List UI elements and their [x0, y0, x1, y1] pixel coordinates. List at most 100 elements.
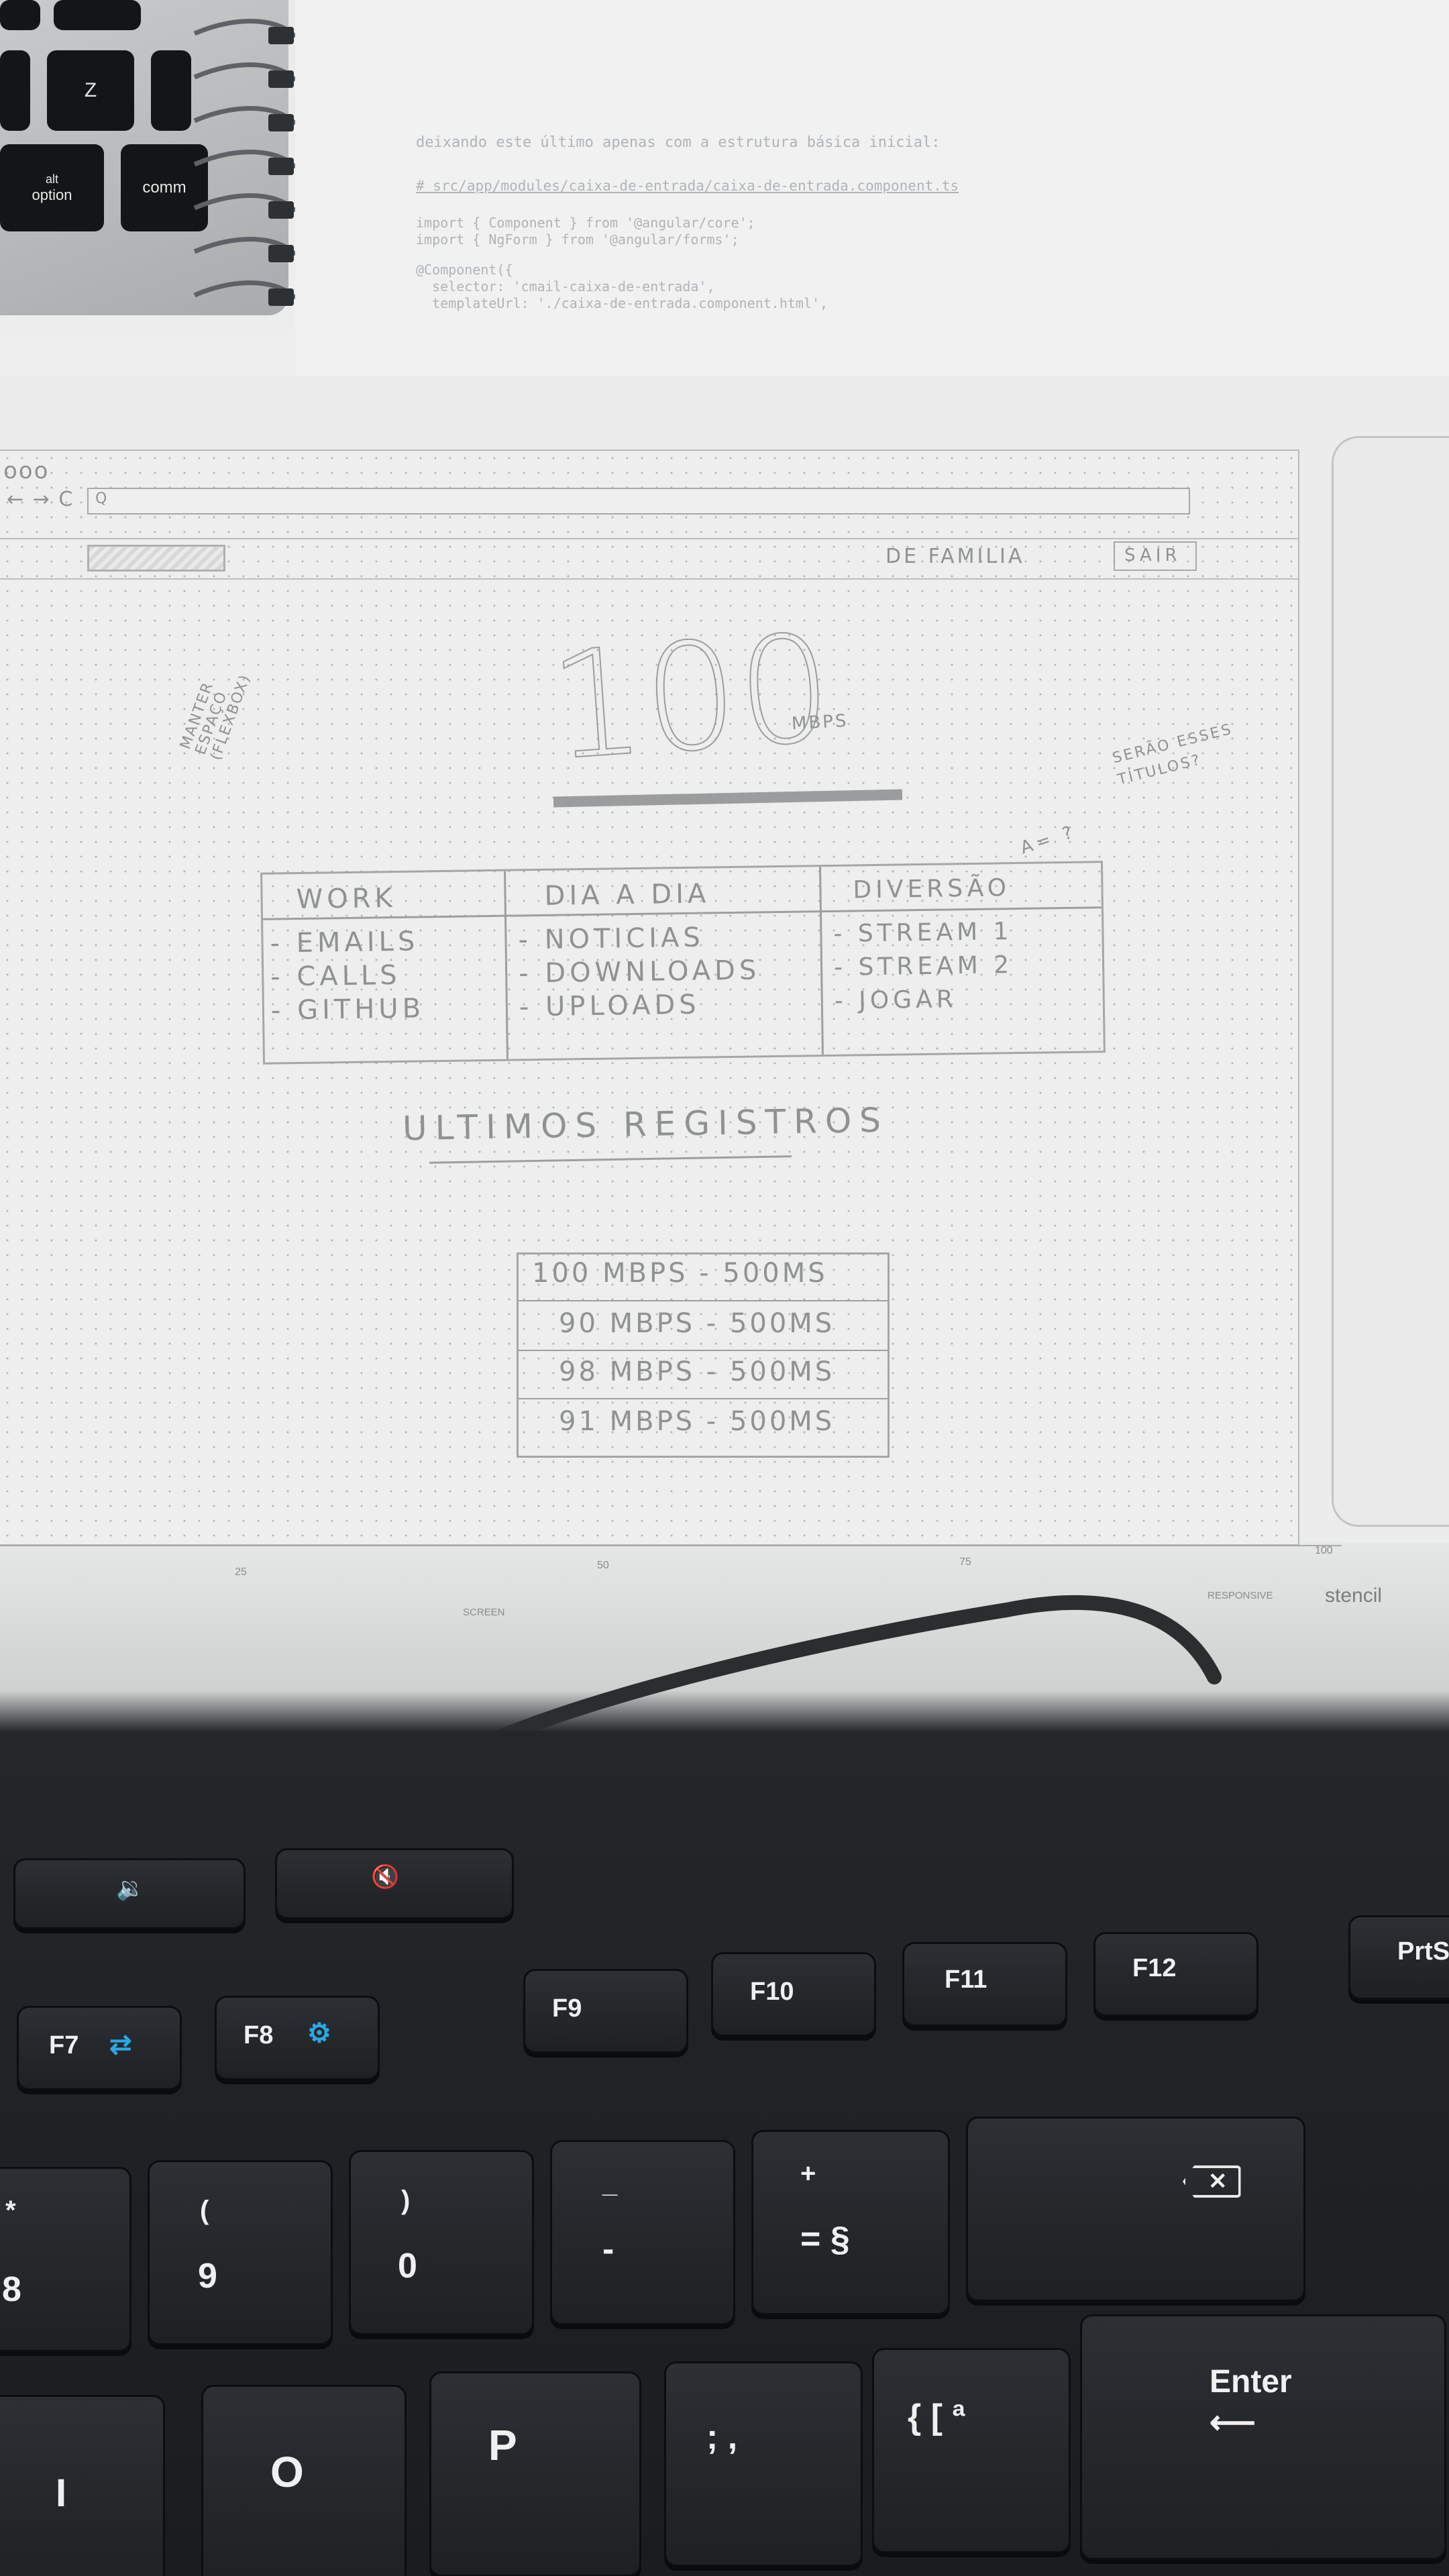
col-item: - NOTICIAS: [518, 922, 705, 956]
col-header: DIVERSÃO: [853, 874, 1011, 904]
key-f10[interactable]: F10: [711, 1952, 876, 2037]
table-col-dia-a-dia: DIA A DIA - NOTICIAS - DOWNLOADS - UPLOA…: [262, 863, 1101, 1022]
col-item: - STREAM 2: [833, 951, 1014, 981]
categories-table: WORK - EMAILS - CALLS - GITHUB DIA A DIA…: [260, 861, 1106, 1065]
key-p[interactable]: P: [429, 2371, 641, 2576]
key-f9[interactable]: F9: [523, 1969, 688, 2053]
row-divider: [519, 1398, 888, 1399]
key-label: P: [488, 2421, 517, 2469]
mute-icon: 🔇: [371, 1864, 400, 1890]
records-table: 100 MBPS - 500MS 90 MBPS - 500MS 98 MBPS…: [517, 1252, 890, 1458]
key-o[interactable]: O: [201, 2385, 407, 2576]
laptop-keyboard-corner: Z alt option comm: [0, 0, 288, 315]
laptop-key: [151, 50, 191, 131]
arrow-note: A= ?: [1018, 821, 1079, 859]
browser-wireframe: ooo ← → C Q DE FAMILIA SAIR 100 MBPS MAN…: [0, 449, 1299, 1546]
key-label: F7: [49, 2031, 79, 2059]
laptop-key: [0, 0, 40, 30]
header-button: SAIR: [1114, 541, 1197, 571]
key-label: F11: [945, 1966, 987, 1994]
key-label: *: [5, 2196, 16, 2225]
key-label: { [ ª: [908, 2398, 965, 2436]
ruler-tick: 100: [1315, 1545, 1333, 1556]
printed-page: deixando este último apenas com a estrut…: [295, 0, 1449, 376]
screen-switch-icon: ⇄: [109, 2030, 132, 2059]
record-row: 100 MBPS - 500MS: [532, 1258, 828, 1289]
backspace-key[interactable]: ✕: [966, 2116, 1305, 2302]
col-item: - EMAILS: [270, 926, 419, 959]
key-bracket[interactable]: { [ ª: [872, 2348, 1071, 2553]
toolbar-divider: [0, 538, 1298, 539]
header-link: DE FAMILIA: [885, 545, 1025, 568]
key-f12[interactable]: F12: [1093, 1932, 1258, 2017]
key-semicolon[interactable]: ; ,: [664, 2361, 863, 2567]
key-label: I: [56, 2471, 67, 2515]
row-divider: [519, 1300, 888, 1301]
table-col-work: WORK - EMAILS - CALLS - GITHUB: [262, 863, 1101, 1026]
key-i[interactable]: I: [0, 2395, 165, 2576]
code-line: selector: 'cmail-caixa-de-entrada',: [416, 278, 715, 294]
ruler-screen-label: SCREEN: [463, 1607, 505, 1618]
record-row: 91 MBPS - 500MS: [559, 1406, 835, 1437]
key-label: _: [602, 2169, 618, 2198]
mute-key[interactable]: 🔇: [275, 1848, 514, 1919]
laptop-key: [0, 50, 30, 131]
key-label: -: [602, 2230, 614, 2269]
key-label: = §: [800, 2220, 850, 2259]
laptop-key-option: alt option: [0, 144, 104, 231]
key-equals[interactable]: + = §: [751, 2130, 950, 2315]
stencil-logo: stencil: [1325, 1585, 1383, 1607]
key-f11[interactable]: F11: [902, 1942, 1067, 2027]
key-label: PrtSc: [1397, 1937, 1449, 1966]
key-f8[interactable]: F8 ⚙: [215, 1996, 380, 2080]
key-label: Enter: [1210, 2364, 1292, 2400]
col-header: DIA A DIA: [544, 878, 710, 912]
code-line: @Component({: [416, 262, 513, 278]
address-bar: Q: [87, 488, 1190, 515]
speed-progress-bar: [553, 789, 903, 808]
key-label: 0: [398, 2247, 417, 2286]
enter-arrow-icon: ⟵: [1210, 2405, 1256, 2440]
col-header: WORK: [296, 882, 397, 916]
key-label: +: [800, 2159, 816, 2188]
key-label: F9: [552, 1994, 582, 2023]
records-title: ULTIMOS REGISTROS: [402, 1100, 890, 1148]
enter-key[interactable]: Enter ⟵: [1080, 2314, 1446, 2560]
speed-unit: MBPS: [791, 710, 849, 735]
ruler-tick: 25: [235, 1566, 247, 1578]
table-divider: [819, 867, 824, 1055]
backspace-icon: ✕: [1183, 2165, 1241, 2198]
logo-placeholder: [87, 545, 225, 572]
code-line: deixando este último apenas com a estrut…: [416, 134, 941, 151]
table-divider: [504, 871, 508, 1059]
col-item: - JOGAR: [834, 985, 958, 1015]
key-minus[interactable]: _ -: [550, 2140, 735, 2325]
ruler-line: [0, 1545, 1342, 1546]
col-item: - UPLOADS: [519, 989, 700, 1023]
key-label: 9: [198, 2257, 217, 2296]
code-line: # src/app/modules/caixa-de-entrada/caixa…: [416, 178, 959, 194]
ruler-tick: 50: [597, 1560, 609, 1571]
key-label: F8: [244, 2021, 274, 2049]
key-0[interactable]: ) 0: [349, 2150, 534, 2335]
speed-value: 100: [544, 602, 839, 794]
gear-icon: ⚙: [307, 2019, 331, 2048]
key-9[interactable]: ( 9: [148, 2160, 333, 2345]
phone-wireframe: [1332, 436, 1449, 1527]
key-f7[interactable]: F7 ⇄: [17, 2006, 182, 2090]
keyboard: 🔉 🔇 F7 ⇄ F8 ⚙ F9 F10 F11 F12 PrtSc: [0, 1731, 1449, 2576]
volume-key[interactable]: 🔉: [13, 1858, 246, 1929]
key-8[interactable]: * 8: [0, 2167, 131, 2352]
key-prtsc[interactable]: PrtSc: [1348, 1915, 1449, 2000]
code-line: templateUrl: './caixa-de-entrada.compone…: [416, 295, 828, 311]
ruler-tick: 75: [959, 1556, 971, 1568]
laptop-key-command: comm: [121, 144, 208, 231]
records-underline: [429, 1155, 792, 1164]
code-line: import { Component } from '@angular/core…: [416, 215, 755, 231]
key-label: ): [401, 2186, 411, 2215]
ruler-responsive-label: RESPONSIVE: [1208, 1590, 1273, 1601]
key-label: 8: [2, 2270, 21, 2309]
